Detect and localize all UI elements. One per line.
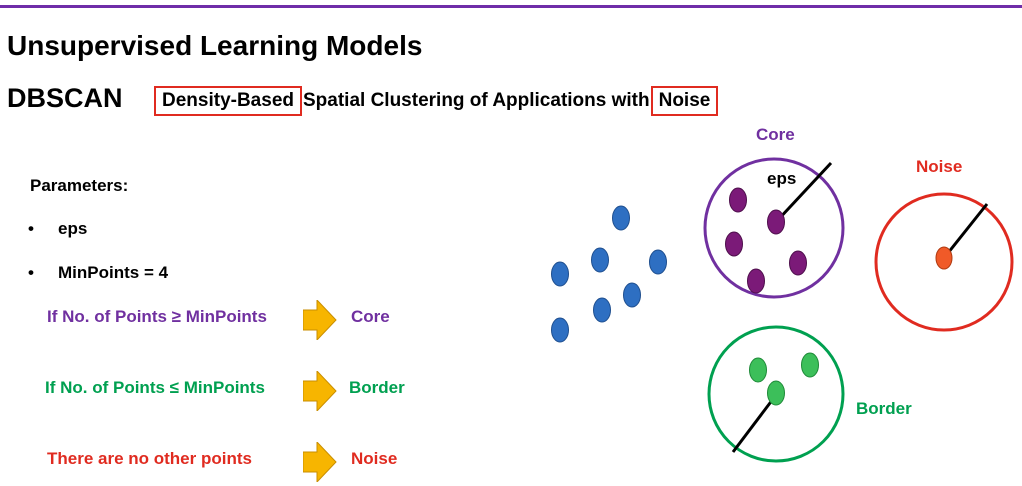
core-circle: [703, 157, 845, 299]
rule-condition: If No. of Points ≥ MinPoints: [47, 307, 267, 326]
noise-neighborhood: Noise: [874, 157, 1014, 332]
noise-highlight: Noise: [650, 86, 719, 116]
purple-point: [729, 187, 747, 213]
parameter-eps: eps: [58, 219, 88, 238]
noise-radius-line: [942, 203, 989, 259]
blue-point: [551, 317, 569, 343]
rule-core: If No. of Points ≥ MinPoints Core: [0, 300, 420, 340]
blue-point: [551, 261, 569, 287]
eps-radius-line: [774, 161, 833, 224]
rule-result-noise: Noise: [351, 449, 398, 468]
unclustered-points: [551, 205, 667, 343]
blue-point: [612, 205, 630, 231]
eps-label: eps: [767, 169, 796, 188]
noise-circle: [874, 192, 1014, 332]
core-point: [767, 209, 785, 235]
rule-result-core: Core: [351, 307, 390, 326]
rule-noise: There are no other points Noise: [0, 442, 420, 482]
rule-condition: There are no other points: [47, 449, 252, 468]
blue-point: [591, 247, 609, 273]
noise-label: Noise: [916, 157, 962, 176]
parameter-minpoints: MinPoints = 4: [58, 263, 169, 282]
core-neighborhood: Core eps: [703, 125, 845, 299]
blue-point: [623, 282, 641, 308]
algorithm-name: DBSCAN: [7, 83, 123, 113]
core-label: Core: [756, 125, 795, 144]
border-radius-line: [731, 394, 778, 453]
blue-point: [649, 249, 667, 275]
border-neighborhood: Border: [707, 325, 912, 463]
parameters-heading: Parameters:: [30, 176, 129, 195]
border-circle: [707, 325, 845, 463]
border-point: [767, 380, 785, 406]
parameter-item: • MinPoints = 4: [28, 263, 168, 283]
rule-condition: If No. of Points ≤ MinPoints: [45, 378, 265, 397]
purple-point: [725, 231, 743, 257]
noise-point: [935, 246, 953, 270]
rule-result-border: Border: [349, 378, 405, 397]
bullet-marker: •: [28, 263, 34, 282]
rule-border: If No. of Points ≤ MinPoints Border: [0, 371, 420, 411]
parameter-item: • eps: [28, 219, 87, 239]
expansion-middle: Spatial Clustering of Applications with: [303, 90, 650, 111]
green-point: [749, 357, 767, 383]
right-arrow-icon: [303, 442, 337, 482]
page-title: Unsupervised Learning Models: [7, 30, 423, 61]
density-based-highlight: Density-Based: [154, 86, 302, 116]
blue-point: [593, 297, 611, 323]
bullet-marker: •: [28, 219, 34, 238]
top-accent-rule: [0, 5, 1022, 8]
purple-point: [747, 268, 765, 294]
border-label: Border: [856, 399, 912, 418]
right-arrow-icon: [303, 371, 337, 411]
right-arrow-icon: [303, 300, 337, 340]
green-point: [801, 352, 819, 378]
purple-point: [789, 250, 807, 276]
